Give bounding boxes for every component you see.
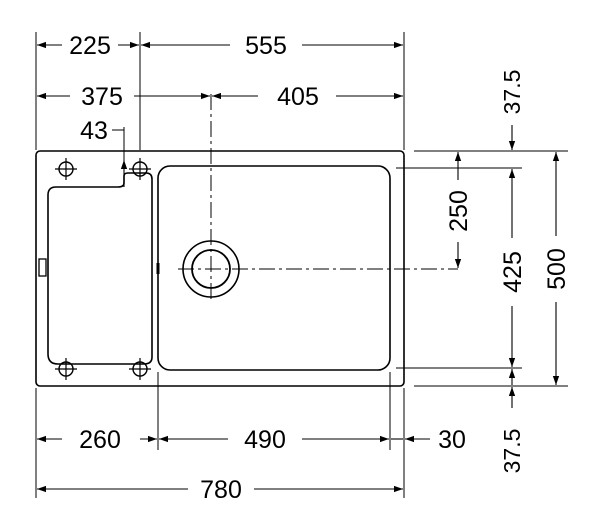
dim-260: 260 (37, 426, 157, 454)
crosshair-bottom-left (55, 358, 77, 380)
dim-43: 43 (80, 117, 128, 187)
dim-405: 405 (212, 83, 403, 111)
dim-label-37-5-bottom: 37.5 (499, 429, 525, 474)
dim-label-780: 780 (200, 476, 242, 504)
dim-375: 375 (37, 83, 210, 111)
dim-label-500: 500 (543, 248, 571, 290)
extension-lines (35, 32, 568, 498)
dim-37-5-bottom: 37.5 (499, 369, 525, 473)
dim-label-555: 555 (245, 32, 287, 60)
dim-555: 555 (141, 32, 403, 60)
crosshair-bottom-right (129, 358, 151, 380)
dim-780: 780 (37, 476, 403, 504)
centerlines (178, 94, 458, 300)
drainer-area (47, 172, 153, 365)
overflow-slot (38, 258, 47, 277)
dim-label-37-5-top: 37.5 (499, 70, 525, 115)
crosshair-top-left (55, 158, 77, 180)
dim-37-5-top: 37.5 (499, 70, 525, 192)
dim-30: 30 (391, 426, 466, 454)
dim-225: 225 (37, 32, 139, 60)
dim-250: 250 (445, 152, 473, 268)
dim-490: 490 (159, 426, 389, 454)
dim-label-225: 225 (69, 32, 111, 60)
dim-label-43: 43 (80, 117, 108, 145)
dim-label-405: 405 (277, 83, 319, 111)
dim-label-30: 30 (438, 426, 466, 454)
dim-label-260: 260 (79, 426, 121, 454)
dim-label-250: 250 (445, 190, 473, 232)
crosshair-top-right (129, 158, 151, 180)
dim-500: 500 (543, 152, 571, 385)
dim-label-490: 490 (244, 426, 286, 454)
dim-label-425: 425 (499, 251, 527, 293)
dim-425: 425 (499, 192, 527, 367)
bowl-outline (156, 165, 391, 371)
dim-label-375: 375 (81, 83, 123, 111)
